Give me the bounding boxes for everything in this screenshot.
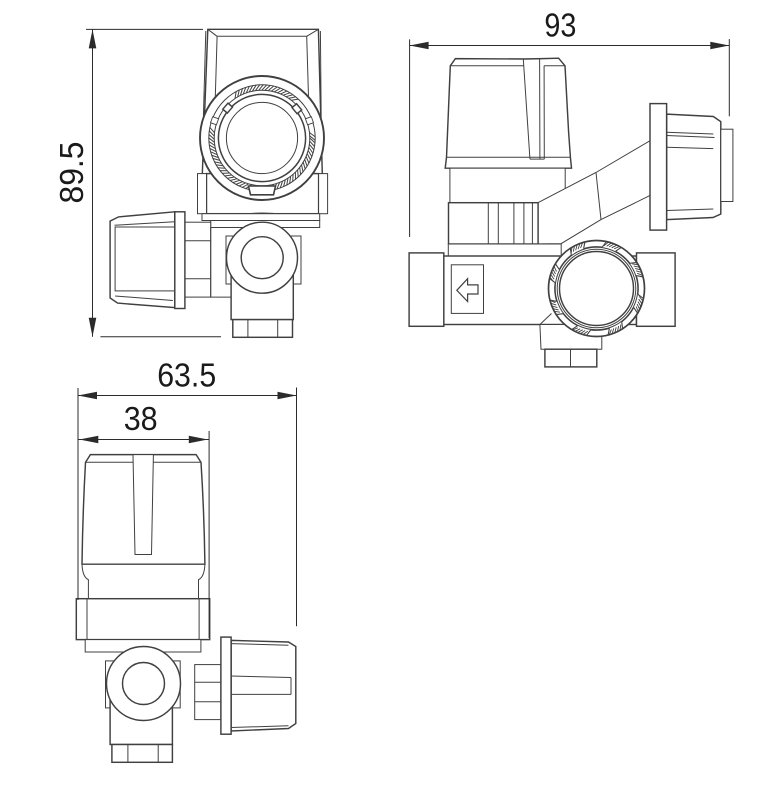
svg-text:93: 93 <box>544 7 576 44</box>
svg-text:89.5: 89.5 <box>53 142 90 204</box>
svg-text:38: 38 <box>124 400 158 437</box>
svg-text:63.5: 63.5 <box>157 356 216 393</box>
